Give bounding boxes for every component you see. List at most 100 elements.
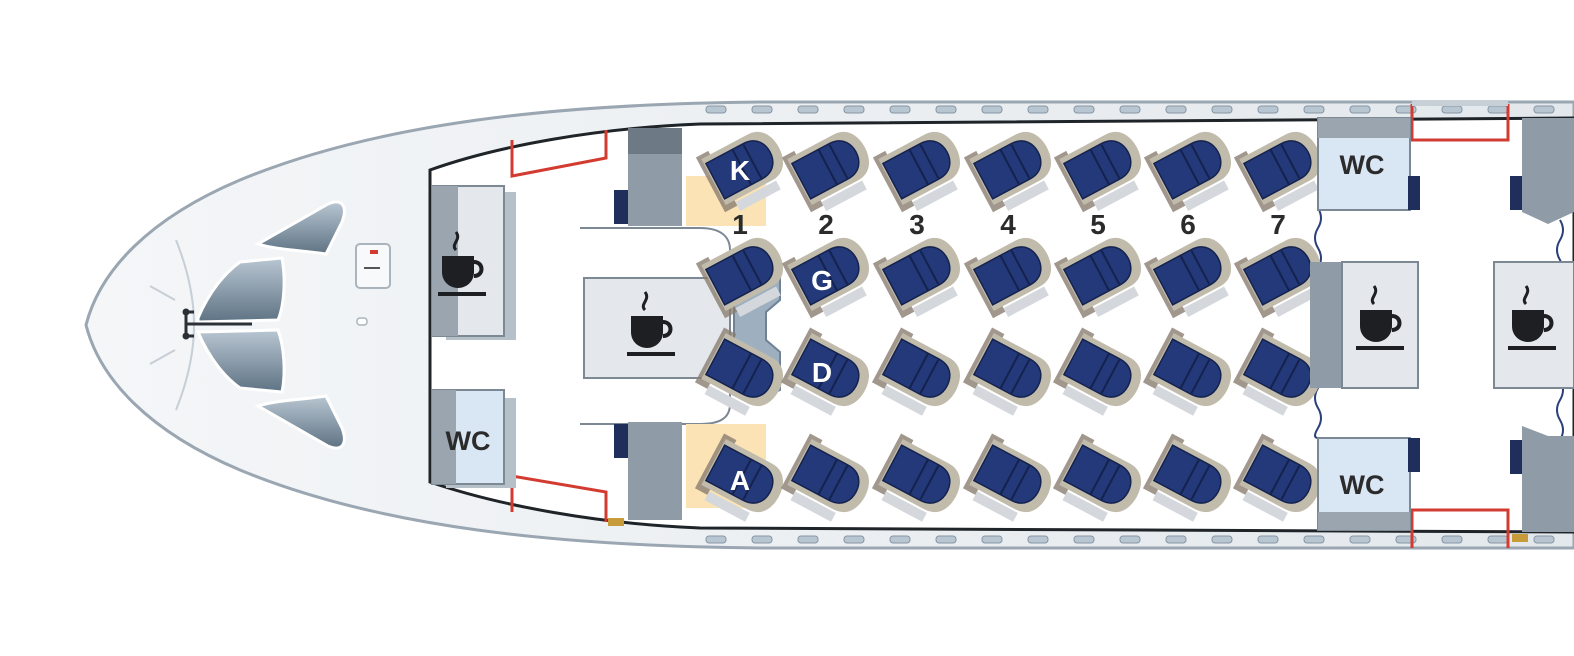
- wc-label: WC: [1340, 150, 1385, 180]
- window-icon: [254, 394, 346, 450]
- window-icon: [1165, 105, 1187, 114]
- seat-6a[interactable]: [1140, 433, 1241, 531]
- window-icon: [843, 105, 865, 114]
- seat-1a[interactable]: [692, 433, 793, 531]
- window-icon: [1211, 105, 1233, 114]
- seat-letter-g: G: [811, 265, 833, 296]
- seat-6d[interactable]: [1140, 327, 1241, 425]
- seat-3g[interactable]: [872, 227, 974, 324]
- seat-2d[interactable]: [778, 327, 879, 425]
- window-icon: [889, 105, 911, 114]
- window-strip: [705, 105, 1555, 544]
- door-icon: [510, 130, 608, 178]
- row-numbers: 1 2 3 4 5 6 7: [732, 209, 1286, 240]
- row-number: 1: [732, 209, 748, 240]
- window-icon: [1533, 535, 1555, 544]
- window-icon: [1441, 105, 1463, 114]
- window-icon: [843, 535, 865, 544]
- seat-1g[interactable]: [695, 227, 797, 324]
- row-number: 3: [909, 209, 925, 240]
- window-icon: [705, 535, 727, 544]
- rear-lavatory-top: WC: [1317, 117, 1420, 211]
- cockpit-windows: [182, 200, 391, 450]
- row-number: 7: [1270, 209, 1286, 240]
- coffee-cup-icon: [438, 231, 486, 296]
- row-number: 6: [1180, 209, 1196, 240]
- rear-galley-2: [1493, 118, 1574, 532]
- seat-5k[interactable]: [1053, 121, 1155, 218]
- seat-letter-d: D: [812, 357, 832, 388]
- wc-label: WC: [446, 426, 491, 456]
- bulkheads: [614, 128, 682, 520]
- window-icon: [981, 105, 1003, 114]
- door-icon: [1410, 508, 1510, 548]
- seat-3k[interactable]: [872, 121, 974, 218]
- window-icon: [1073, 105, 1095, 114]
- window-icon: [751, 105, 773, 114]
- row-number: 5: [1090, 209, 1106, 240]
- window-icon: [1165, 535, 1187, 544]
- window-icon: [1441, 535, 1463, 544]
- window-icon: [1119, 535, 1141, 544]
- seat-4d[interactable]: [960, 327, 1061, 425]
- window-icon: [1303, 105, 1325, 114]
- seat-6g[interactable]: [1143, 227, 1245, 324]
- row-number: 2: [818, 209, 834, 240]
- seat-3d[interactable]: [869, 327, 970, 425]
- window-icon: [1487, 535, 1509, 544]
- seat-7k[interactable]: [1233, 121, 1335, 218]
- coffee-cup-icon: [627, 291, 675, 356]
- seat-4g[interactable]: [963, 227, 1065, 324]
- front-lavatory: WC: [431, 389, 516, 488]
- seat-7g[interactable]: [1233, 227, 1335, 324]
- window-icon: [195, 328, 286, 394]
- rear-galley: [1310, 261, 1419, 389]
- window-icon: [1119, 105, 1141, 114]
- seat-1d[interactable]: [692, 327, 793, 425]
- window-icon: [889, 535, 911, 544]
- window-icon: [1027, 535, 1049, 544]
- window-icon: [981, 535, 1003, 544]
- seat-2g[interactable]: [781, 227, 883, 324]
- window-icon: [254, 200, 346, 256]
- seat-2k[interactable]: [781, 121, 883, 218]
- window-icon: [1349, 105, 1371, 114]
- window-icon: [1533, 105, 1555, 114]
- seat-4a[interactable]: [960, 433, 1061, 531]
- seat-5g[interactable]: [1053, 227, 1155, 324]
- window-icon: [935, 535, 957, 544]
- seat-3a[interactable]: [869, 433, 970, 531]
- window-icon: [1073, 535, 1095, 544]
- seat-5a[interactable]: [1050, 433, 1151, 531]
- window-icon: [797, 535, 819, 544]
- window-icon: [1487, 105, 1509, 114]
- wc-label: WC: [1340, 470, 1385, 500]
- seat-7a[interactable]: [1230, 433, 1331, 531]
- seat-2a[interactable]: [778, 433, 879, 531]
- window-icon: [751, 535, 773, 544]
- seat-5d[interactable]: [1050, 327, 1151, 425]
- coffee-cup-icon: [1356, 285, 1404, 350]
- window-icon: [1257, 535, 1279, 544]
- window-icon: [196, 256, 286, 324]
- seat-4k[interactable]: [963, 121, 1065, 218]
- window-icon: [935, 105, 957, 114]
- window-icon: [797, 105, 819, 114]
- row-number: 4: [1000, 209, 1016, 240]
- seat-letter-k: K: [730, 155, 750, 186]
- window-icon: [1257, 105, 1279, 114]
- front-galley: [431, 185, 516, 340]
- window-icon: [1027, 105, 1049, 114]
- window-icon: [1349, 535, 1371, 544]
- seat-letter-a: A: [730, 465, 750, 496]
- seat-1k[interactable]: [695, 121, 797, 218]
- seat-6k[interactable]: [1143, 121, 1245, 218]
- column-letters: K G D A: [730, 155, 833, 496]
- doors: [510, 100, 1528, 548]
- rear-lavatory-bottom: WC: [1317, 437, 1420, 531]
- door-icon: [510, 474, 608, 522]
- seat-7d[interactable]: [1230, 327, 1331, 425]
- seat-grid: [692, 121, 1335, 531]
- window-icon: [1303, 535, 1325, 544]
